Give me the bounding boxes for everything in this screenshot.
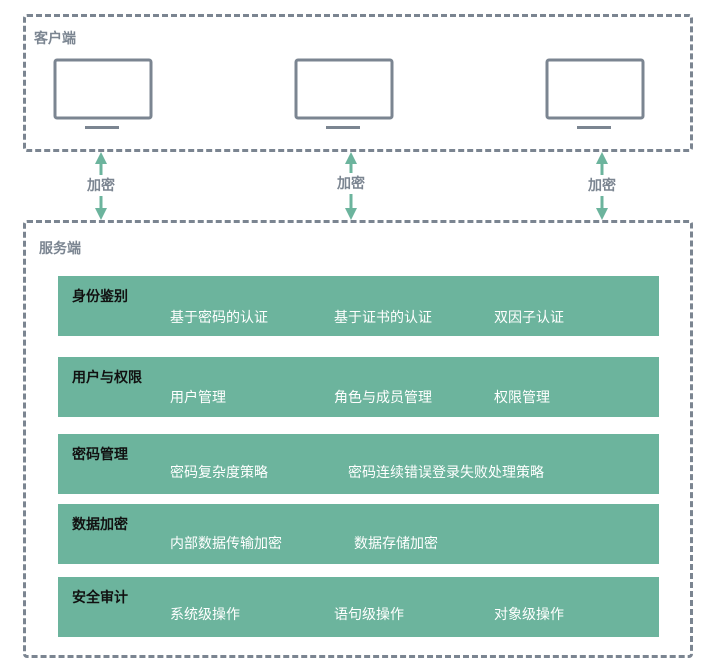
double-arrow-icon <box>345 152 357 220</box>
module-item: 语句级操作 <box>334 607 404 623</box>
client-zone-title: 客户端 <box>34 31 76 47</box>
double-arrow-icon <box>596 152 608 220</box>
module-password-management: 密码管理 密码复杂度策略 密码连续错误登录失败处理策略 <box>58 434 659 494</box>
module-item: 用户管理 <box>170 390 226 406</box>
module-user-permission: 用户与权限 用户管理 角色与成员管理 权限管理 <box>58 357 659 417</box>
module-item: 密码复杂度策略 <box>170 465 268 481</box>
server-zone <box>23 220 693 658</box>
module-item: 基于证书的认证 <box>334 310 432 326</box>
module-item: 密码连续错误登录失败处理策略 <box>348 465 544 481</box>
module-title: 密码管理 <box>72 447 128 463</box>
monitor-icon <box>53 58 153 129</box>
module-item: 权限管理 <box>494 390 550 406</box>
module-security-audit: 安全审计 系统级操作 语句级操作 对象级操作 <box>58 577 659 637</box>
module-item: 双因子认证 <box>494 310 564 326</box>
encryption-label: 加密 <box>87 178 115 194</box>
module-item: 系统级操作 <box>170 607 240 623</box>
monitor-icon <box>294 58 394 129</box>
module-item: 对象级操作 <box>494 607 564 623</box>
client-zone <box>23 14 693 152</box>
module-data-encryption: 数据加密 内部数据传输加密 数据存储加密 <box>58 504 659 564</box>
module-title: 数据加密 <box>72 517 128 533</box>
module-item: 数据存储加密 <box>354 536 438 552</box>
module-identity-authentication: 身份鉴别 基于密码的认证 基于证书的认证 双因子认证 <box>58 276 659 336</box>
encryption-label: 加密 <box>588 178 616 194</box>
module-title: 用户与权限 <box>72 370 142 386</box>
monitor-icon <box>545 58 645 129</box>
module-item: 内部数据传输加密 <box>170 536 282 552</box>
module-title: 身份鉴别 <box>72 289 128 305</box>
server-zone-title: 服务端 <box>39 241 81 257</box>
encryption-label: 加密 <box>337 176 365 192</box>
double-arrow-icon <box>95 152 107 220</box>
module-title: 安全审计 <box>72 590 128 606</box>
module-item: 基于密码的认证 <box>170 310 268 326</box>
module-item: 角色与成员管理 <box>334 390 432 406</box>
